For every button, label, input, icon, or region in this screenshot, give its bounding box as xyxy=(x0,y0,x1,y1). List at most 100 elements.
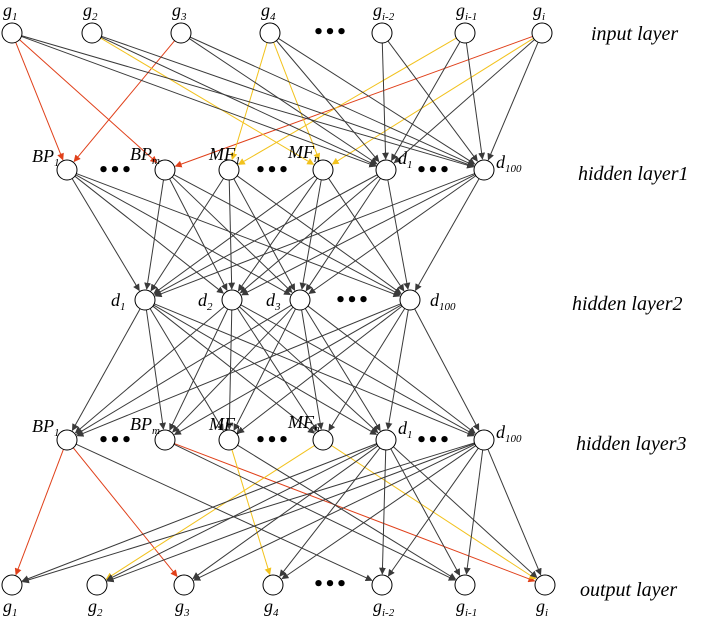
edge-d-to-output xyxy=(192,445,379,579)
edge-hidden1-to-hidden2 xyxy=(76,173,401,298)
edge-input-to-d xyxy=(276,40,380,163)
hidden-layer3-label: hidden layer3 xyxy=(576,433,687,455)
edge-hidden2-to-hidden3 xyxy=(169,308,229,431)
hidden3-node-label: d100 xyxy=(496,422,522,445)
edge-hidden2-to-hidden3 xyxy=(172,306,294,433)
edge-input-to-mf xyxy=(230,42,268,161)
output-node-2 xyxy=(86,574,108,596)
hidden1-node-label: BPm xyxy=(130,144,160,167)
hidden-layer2-label: hidden layer2 xyxy=(572,293,683,315)
edge-input-to-d xyxy=(278,37,476,165)
edge-input-to-d xyxy=(487,42,539,161)
output-node-label: g1 xyxy=(3,596,18,619)
edge-input-to-d xyxy=(381,42,389,160)
hidden1-node-6 xyxy=(473,159,495,181)
edge-d-to-output xyxy=(463,449,484,575)
hidden1-node-5 xyxy=(375,159,397,181)
input-node-3 xyxy=(170,22,192,44)
edge-hidden1-to-hidden2 xyxy=(387,179,411,290)
edge-hidden1-to-hidden2 xyxy=(171,176,293,293)
edge-d-to-output xyxy=(378,449,387,575)
hidden1-node-1 xyxy=(56,159,78,181)
output-node-label: g3 xyxy=(175,596,190,619)
output-node-4 xyxy=(262,574,284,596)
input-node-label: gi-2 xyxy=(373,0,395,23)
input-node-5 xyxy=(371,22,393,44)
edge-hidden1-to-hidden2 xyxy=(237,177,318,292)
ellipsis: ••• xyxy=(98,430,133,451)
edge-hidden1-to-hidden2 xyxy=(153,175,316,294)
edge-d-to-output xyxy=(106,443,475,583)
edge-hidden1-to-hidden2 xyxy=(233,178,296,291)
edge-d-to-output xyxy=(390,448,461,576)
edge-hidden1-to-hidden2 xyxy=(299,179,322,290)
ellipsis: ••• xyxy=(313,22,348,43)
edge-hidden2-to-hidden3 xyxy=(307,305,476,434)
edge-bp-to-output xyxy=(174,443,536,583)
input-node-1 xyxy=(1,22,23,44)
edge-d-to-output xyxy=(21,442,475,584)
hidden1-node-2 xyxy=(154,159,176,181)
edge-hidden2-to-hidden3 xyxy=(145,309,167,430)
input-node-4 xyxy=(259,22,281,44)
hidden2-node-3 xyxy=(289,289,311,311)
output-node-5 xyxy=(371,574,393,596)
input-node-label: g3 xyxy=(172,0,187,23)
hidden2-node-2 xyxy=(221,289,243,311)
input-node-7 xyxy=(531,22,553,44)
edge-d-to-output xyxy=(173,443,456,581)
hidden3-node-label: d1 xyxy=(398,418,413,441)
edge-hidden2-to-hidden3 xyxy=(71,308,141,432)
hidden3-node-5 xyxy=(375,429,397,451)
hidden1-node-4 xyxy=(312,159,334,181)
edge-d-to-output xyxy=(106,444,378,581)
hidden3-node-label: MF1 xyxy=(208,414,241,437)
input-node-label: gi xyxy=(533,0,545,23)
hidden3-node-6 xyxy=(473,429,495,451)
hidden2-node-label: d100 xyxy=(430,290,456,313)
output-node-3 xyxy=(173,574,195,596)
edge-hidden2-to-hidden3 xyxy=(240,304,475,436)
edge-input-to-mf xyxy=(273,42,321,161)
edge-hidden1-to-hidden2 xyxy=(144,179,164,290)
edge-hidden2-to-hidden3 xyxy=(328,308,406,432)
input-layer-label: input layer xyxy=(591,23,678,45)
hidden2-node-label: d3 xyxy=(266,290,281,313)
ellipsis: ••• xyxy=(335,290,370,311)
edge-input-to-d xyxy=(21,35,475,169)
hidden3-node-label: BP1 xyxy=(32,416,60,439)
edge-hidden1-to-hidden2 xyxy=(308,175,477,295)
hidden3-node-3 xyxy=(218,429,240,451)
edge-hidden1-to-hidden2 xyxy=(71,178,140,292)
ellipsis: ••• xyxy=(313,574,348,595)
edge-hidden1-to-hidden2 xyxy=(236,175,402,294)
output-node-label: g4 xyxy=(264,596,279,619)
edge-hidden1-to-hidden2 xyxy=(305,178,381,292)
input-node-label: g2 xyxy=(83,0,98,23)
edge-input-to-d xyxy=(393,39,535,164)
ellipsis: ••• xyxy=(255,160,290,181)
edge-input-to-d xyxy=(101,35,475,168)
edge-input-to-mf xyxy=(100,37,315,165)
edge-hidden1-to-hidden2 xyxy=(241,174,476,296)
edge-input-to-d xyxy=(189,36,475,167)
connections xyxy=(14,35,542,584)
edge-hidden1-to-hidden2 xyxy=(169,178,228,291)
hidden3-node-4 xyxy=(312,429,334,451)
output-node-6 xyxy=(454,574,476,596)
edge-hidden1-to-hidden2 xyxy=(415,178,480,292)
edge-hidden2-to-hidden3 xyxy=(76,303,401,437)
hidden1-node-label: d100 xyxy=(496,152,522,175)
hidden3-node-2 xyxy=(154,429,176,451)
edge-hidden1-to-hidden2 xyxy=(150,178,224,292)
hidden-layer1-label: hidden layer1 xyxy=(578,163,689,185)
edge-hidden1-to-hidden2 xyxy=(75,174,292,296)
ellipsis: ••• xyxy=(416,160,451,181)
output-node-label: gi xyxy=(536,596,548,619)
ellipsis: ••• xyxy=(98,160,133,181)
output-node-7 xyxy=(534,574,556,596)
edge-bp-to-output xyxy=(72,447,178,577)
edge-hidden2-to-hidden3 xyxy=(154,303,475,437)
hidden1-node-label: MF1 xyxy=(208,144,241,167)
ellipsis: ••• xyxy=(416,430,451,451)
